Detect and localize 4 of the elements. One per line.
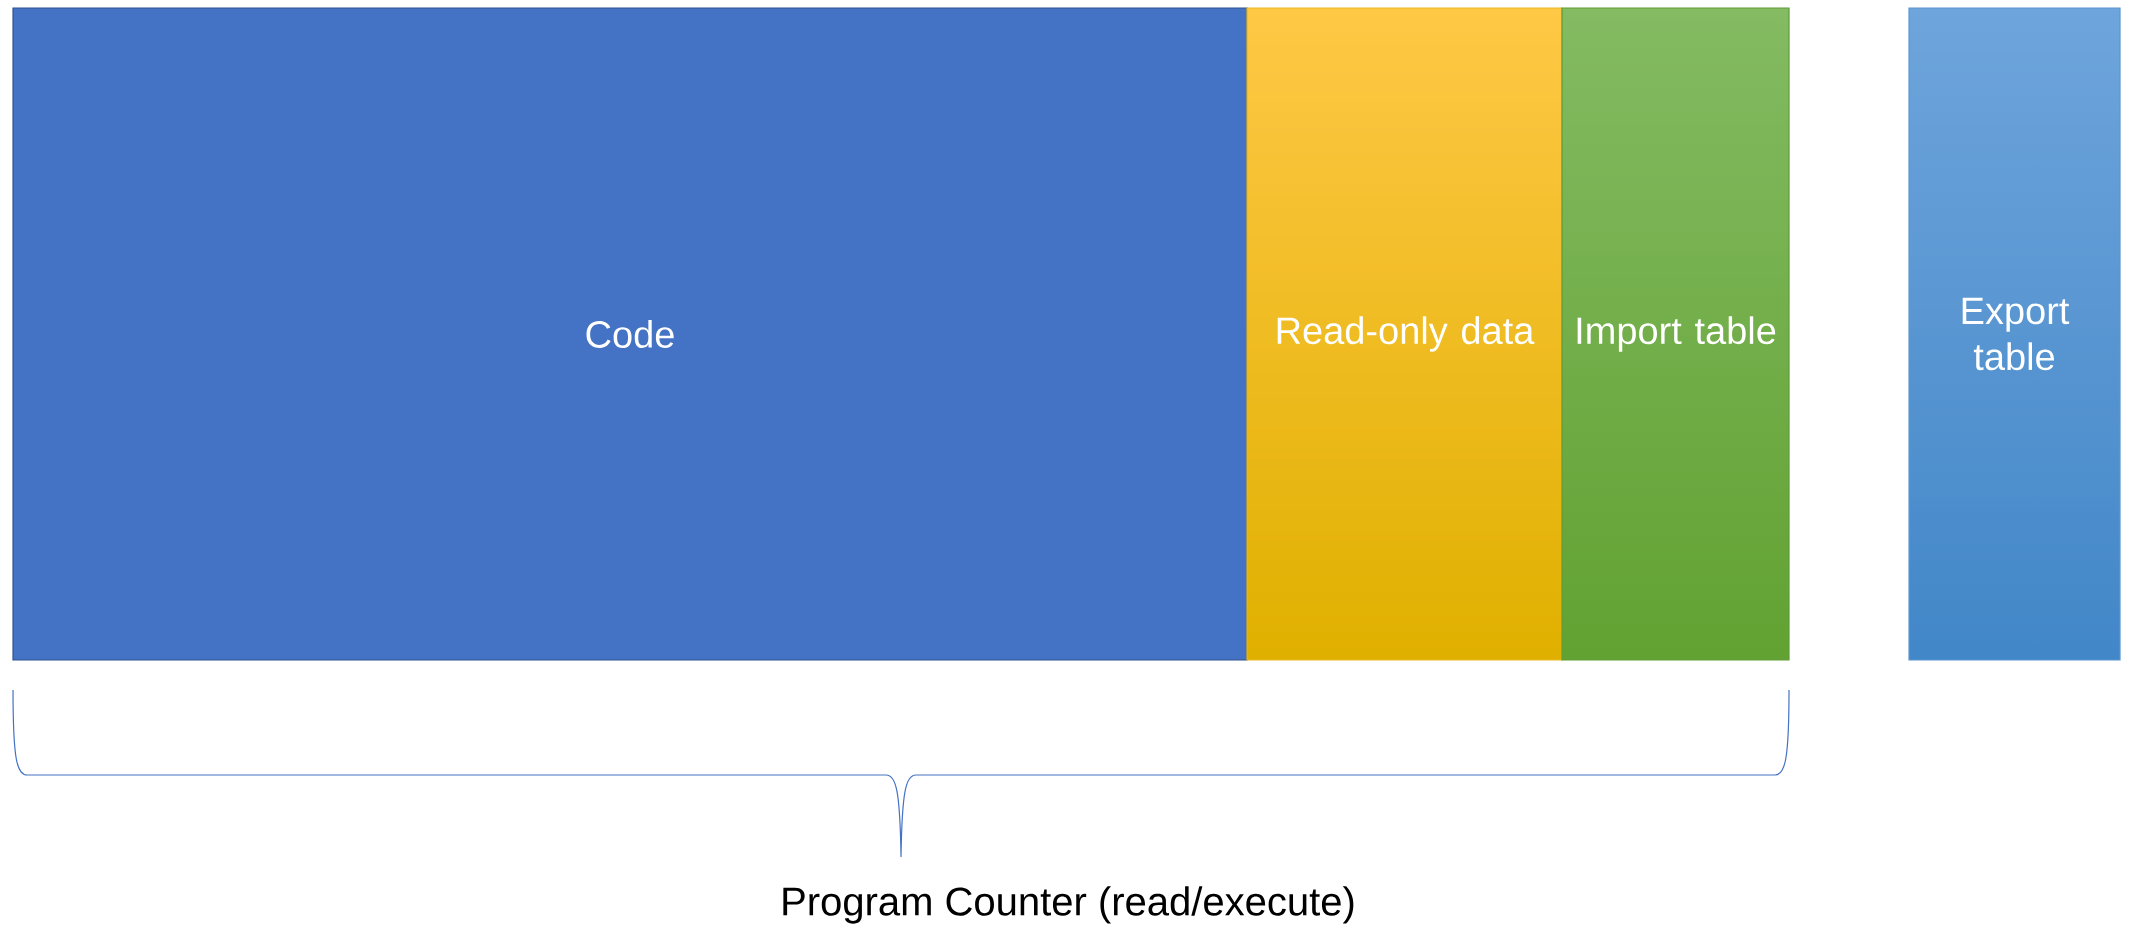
brace-label: Program Counter (read/execute) [783,886,1354,924]
table-segment: Export table [1908,7,2121,661]
table-segment: Import table [1561,7,1790,661]
data-segment: Read-only data [1246,7,1563,661]
